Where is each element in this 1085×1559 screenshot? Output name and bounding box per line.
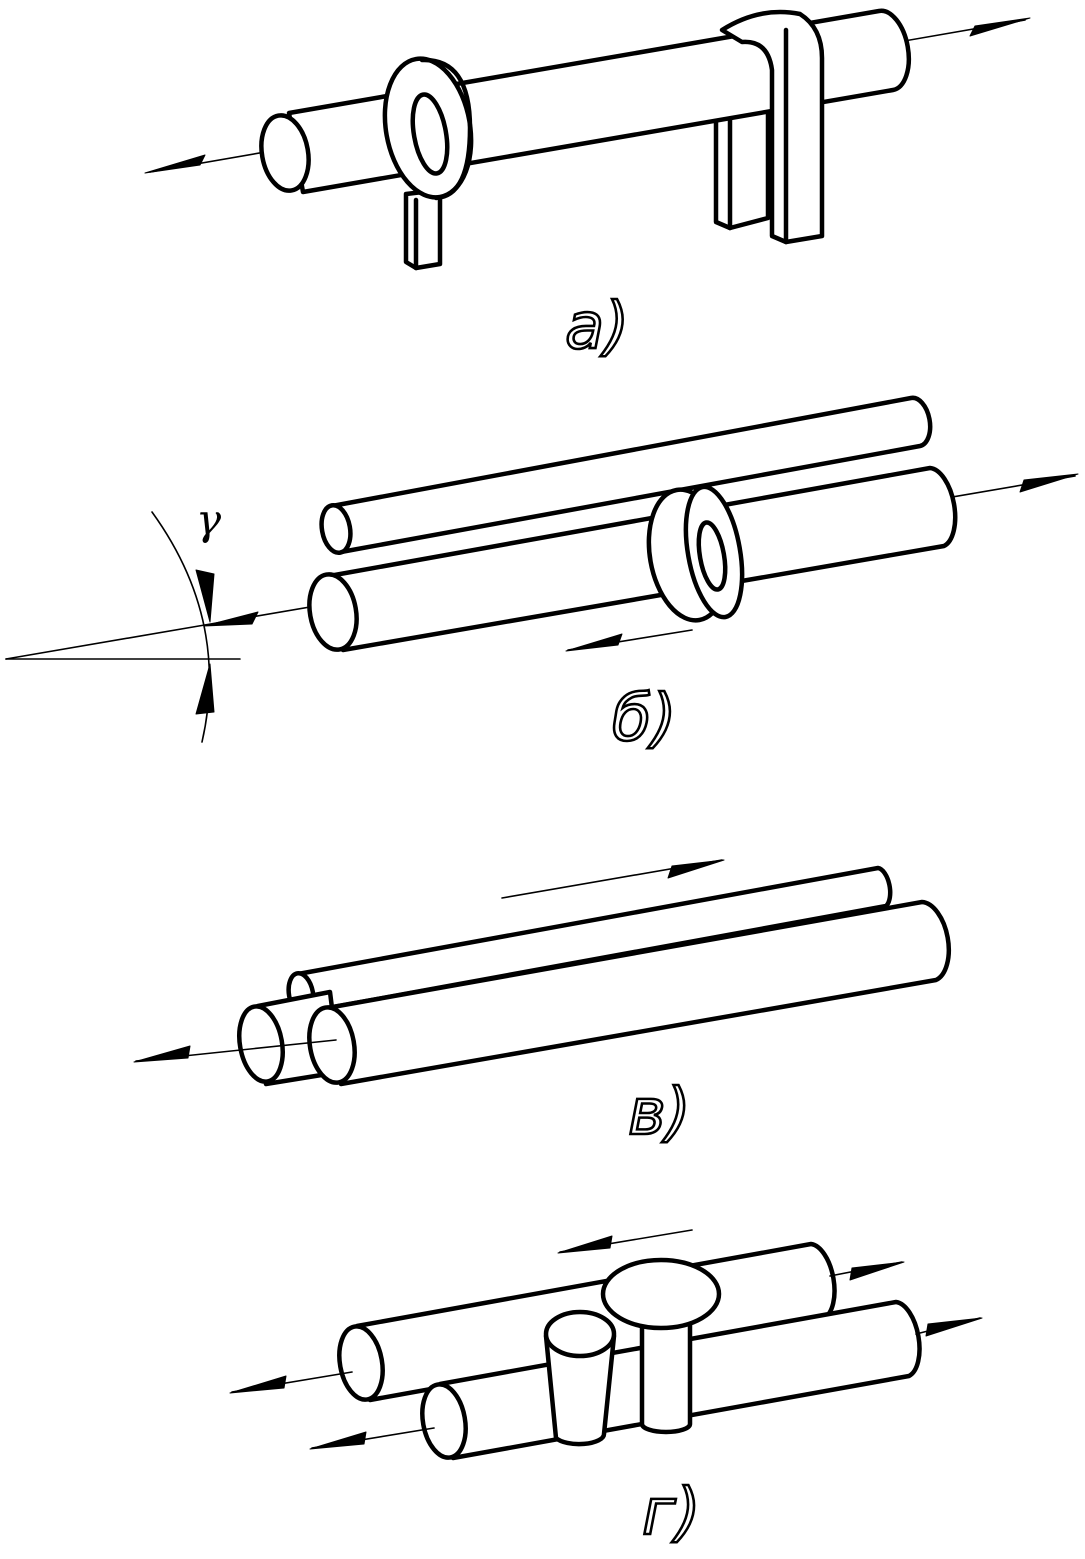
arrowhead-right-a: [969, 17, 1031, 37]
panel-label-v: в): [628, 1076, 691, 1150]
shaft-v-thin: [295, 865, 893, 1015]
shaft-b-front: [326, 465, 958, 653]
shaft-a-end: [259, 113, 311, 193]
axis-arrowhead-right-b: [1019, 473, 1079, 493]
angle-symbol-gamma: γ: [196, 495, 222, 544]
motion-arrowhead-b: [565, 633, 623, 652]
angle-arrowhead-bottom: [195, 663, 215, 715]
collar-inner: [410, 92, 450, 176]
shaft-v-left-end: [237, 1004, 285, 1084]
shaft-b-back: [329, 395, 933, 555]
panel-b: γ б): [5, 395, 1079, 757]
angle-arrowhead-top: [195, 569, 215, 623]
axis-arrowhead-v: [133, 1045, 191, 1063]
motion-arrowhead-v-top: [667, 859, 725, 879]
cone: [543, 1333, 617, 1447]
shift-fork: [719, 9, 825, 245]
panel-label-a: а): [565, 290, 629, 364]
collar-stem: [403, 187, 443, 271]
cone-top-face: [543, 1309, 617, 1359]
shaft-v-big-end: [307, 1005, 357, 1085]
panel-v: в): [133, 859, 952, 1151]
collar-b-bore: [696, 520, 728, 592]
axis-arrowhead-g-back-right: [849, 1261, 905, 1281]
mushroom-head: [600, 1257, 722, 1331]
panel-a: а): [144, 8, 1031, 365]
panel-g: г): [229, 1229, 983, 1551]
mushroom-stem: [639, 1309, 693, 1435]
shaft-b-back-end: [319, 502, 353, 556]
fork-arm-back: [713, 101, 771, 231]
panel-label-g: г): [642, 1476, 701, 1550]
axis-arrowhead-g-front-right: [925, 1317, 983, 1337]
shaft-g-back-end: [337, 1324, 385, 1402]
axis-arrowhead-g-front-left: [309, 1431, 367, 1450]
axis-arrowhead-g-back-left: [229, 1375, 287, 1394]
shaft-g-front-end: [420, 1382, 468, 1460]
collar-rim: [419, 57, 473, 201]
panel-label-b: б): [612, 682, 676, 756]
axis-arrowhead-left-b: [203, 611, 259, 627]
motion-arrowhead-g-top: [557, 1235, 613, 1254]
arrowhead-left-a: [144, 154, 206, 174]
shaft-v-big: [324, 899, 952, 1087]
shaft-b-front-end: [307, 572, 359, 652]
